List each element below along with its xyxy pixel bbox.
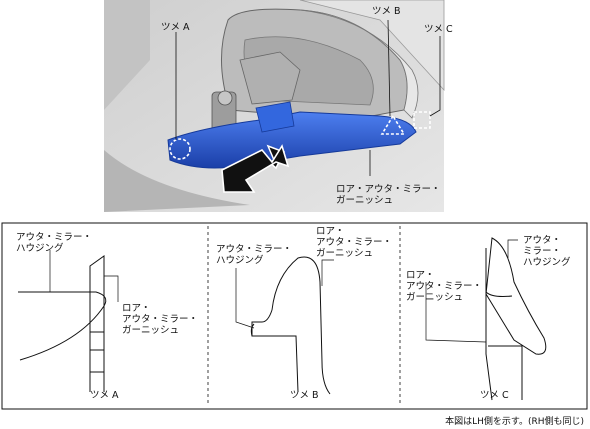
panel-a-caption: ツメ A [90,390,119,401]
callout-tab-c: ツメ C [424,24,453,35]
diagram-note: 本図はLH側を示す。(RH側も同じ) [445,417,584,427]
panel-c-drawing [485,237,547,401]
panel-b-drawing [250,256,331,395]
mirror-housing-rim [299,9,419,119]
panel-b-housing-label: アウタ・ミラー・ ハウジング [216,244,293,266]
tab-a-marker [169,138,191,160]
panel-b-garnish-label: ロア・ アウタ・ミラー・ ガーニッシュ [316,226,393,259]
tab-b-marker [380,114,406,135]
callout-tab-a: ツメ A [161,22,190,33]
panel-c-garnish-label: ロア・ アウタ・ミラー・ ガーニッシュ [406,270,483,303]
lower-garnish-part [167,111,417,169]
mirror-bracket [239,51,301,105]
mirror-removal-illustration [104,0,445,212]
panel-b-caption: ツメ B [290,390,319,401]
panel-a-housing-label: アウタ・ミラー・ ハウジング [16,232,93,254]
panel-a-garnish-label: ロア・ アウタ・ミラー・ ガーニッシュ [122,303,199,336]
door-frame [104,0,150,110]
panel-c-housing-label: アウタ・ ミラー・ ハウジング [523,235,571,268]
leader-tab-c [429,36,441,117]
panel-a-drawing [18,255,107,392]
tab-detail-panels [1,222,588,410]
tab-c-marker [413,111,431,129]
door-panel-lower [104,150,250,212]
lower-garnish-tab [255,101,295,133]
mirror-pivot [217,90,233,106]
door-glass [299,0,445,92]
callout-garnish: ロア・アウタ・ミラー・ ガーニッシュ [336,184,441,206]
callout-tab-b: ツメ B [372,6,401,17]
leader-tab-b [387,19,391,117]
panel-c-caption: ツメ C [480,390,509,401]
